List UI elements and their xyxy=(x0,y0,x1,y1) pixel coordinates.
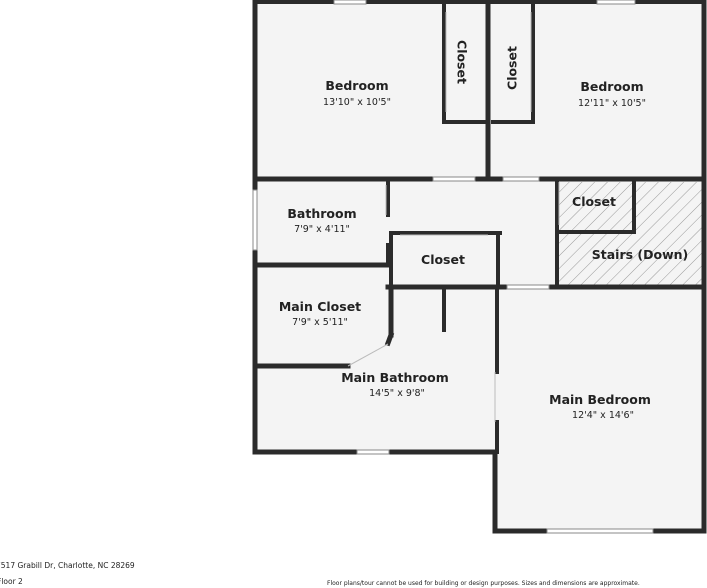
disclaimer-text: Floor plans/tour cannot be used for buil… xyxy=(327,580,640,587)
room-hall-closet: Closet xyxy=(421,252,465,267)
room-bathroom: Bathroom 7'9" x 4'11" xyxy=(287,206,356,235)
room-name: Bedroom xyxy=(325,78,388,93)
room-dimensions: 14'5" x 9'8" xyxy=(369,388,425,399)
room-name: Main Bedroom xyxy=(549,392,651,407)
room-stairs: Stairs (Down) xyxy=(592,247,689,262)
room-dimensions: 7'9" x 4'11" xyxy=(294,224,350,235)
room-closet-b: Closet xyxy=(505,46,520,90)
room-main-bedroom: Main Bedroom 12'4" x 14'6" xyxy=(549,392,651,421)
room-name: Bedroom xyxy=(580,79,643,94)
room-main-bathroom: Main Bathroom 14'5" x 9'8" xyxy=(341,370,449,399)
room-bedroom-right: Bedroom 12'11" x 10'5" xyxy=(578,79,646,109)
room-dimensions: 7'9" x 5'11" xyxy=(292,317,348,328)
door-swings xyxy=(347,12,560,422)
floor-label: Floor 2 xyxy=(0,577,23,586)
room-linen-closet: Closet xyxy=(572,194,616,209)
room-closet-a: Closet xyxy=(455,40,470,84)
address-label: 7517 Grabill Dr, Charlotte, NC 28269 xyxy=(0,561,135,570)
room-name: Bathroom xyxy=(287,206,356,221)
windows xyxy=(252,0,654,534)
room-dimensions: 12'4" x 14'6" xyxy=(572,410,634,421)
room-dimensions: 13'10" x 10'5" xyxy=(323,97,391,108)
room-name: Main Closet xyxy=(279,299,361,314)
room-main-closet: Main Closet 7'9" x 5'11" xyxy=(279,299,361,328)
room-dimensions: 12'11" x 10'5" xyxy=(578,98,646,109)
room-name: Main Bathroom xyxy=(341,370,449,385)
room-bedroom-left: Bedroom 13'10" x 10'5" xyxy=(323,78,391,108)
